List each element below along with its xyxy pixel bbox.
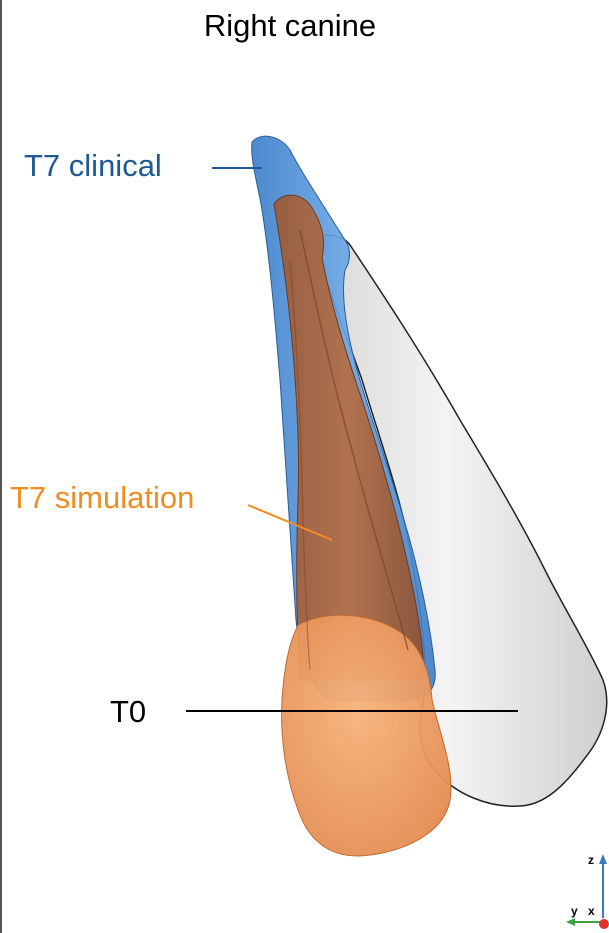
y-axis-arrow — [566, 918, 575, 926]
x-axis-label: x — [588, 904, 595, 918]
t0-label: T0 — [110, 694, 146, 730]
z-axis-label: z — [588, 853, 594, 867]
figure-title: Right canine — [0, 8, 580, 44]
y-axis-label: y — [571, 904, 578, 918]
x-axis-dot — [599, 919, 609, 929]
z-axis-arrow — [599, 854, 607, 864]
t7-simulation-label: T7 simulation — [10, 480, 194, 516]
t7-clinical-label: T7 clinical — [24, 148, 162, 184]
